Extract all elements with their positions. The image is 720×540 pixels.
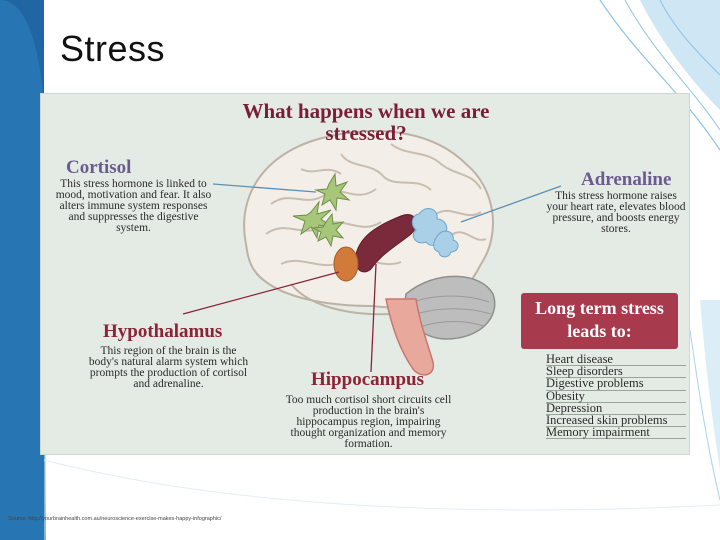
list-item: Depression <box>546 401 686 416</box>
infographic-heading: What happens when we are stressed? <box>242 99 490 145</box>
adrenaline-label: Adrenaline <box>581 169 672 190</box>
source-citation: Source: http://yourbrainhealth.com.au/ne… <box>8 516 222 522</box>
brain-illustration <box>182 130 562 376</box>
adrenaline-text: This stress hormone raises your heart ra… <box>546 190 686 235</box>
hypothalamus-text: This region of the brain is the body's n… <box>88 345 249 390</box>
long-term-effects-list: Heart disease Sleep disorders Digestive … <box>546 353 686 440</box>
list-item: Digestive problems <box>546 377 686 391</box>
long-term-stress-title: Long term stress leads to: <box>535 298 664 341</box>
cortisol-text: This stress hormone is linked to mood, m… <box>55 178 212 234</box>
list-item: Sleep disorders <box>546 365 686 379</box>
cortisol-label: Cortisol <box>66 157 132 178</box>
list-item: Obesity <box>546 389 686 403</box>
infographic-panel: What happens when we are stressed? Corti… <box>40 93 690 455</box>
hippocampus-text: Too much cortisol short circuits cell pr… <box>285 394 452 450</box>
long-term-stress-box: Long term stress leads to: <box>521 293 678 349</box>
hippocampus-label: Hippocampus <box>311 369 424 390</box>
list-item: Increased skin problems <box>546 414 686 428</box>
list-item: Memory impairment <box>546 426 686 440</box>
hypothalamus-label: Hypothalamus <box>103 321 223 342</box>
slide-title: Stress <box>60 28 166 69</box>
list-item: Heart disease <box>546 353 686 367</box>
